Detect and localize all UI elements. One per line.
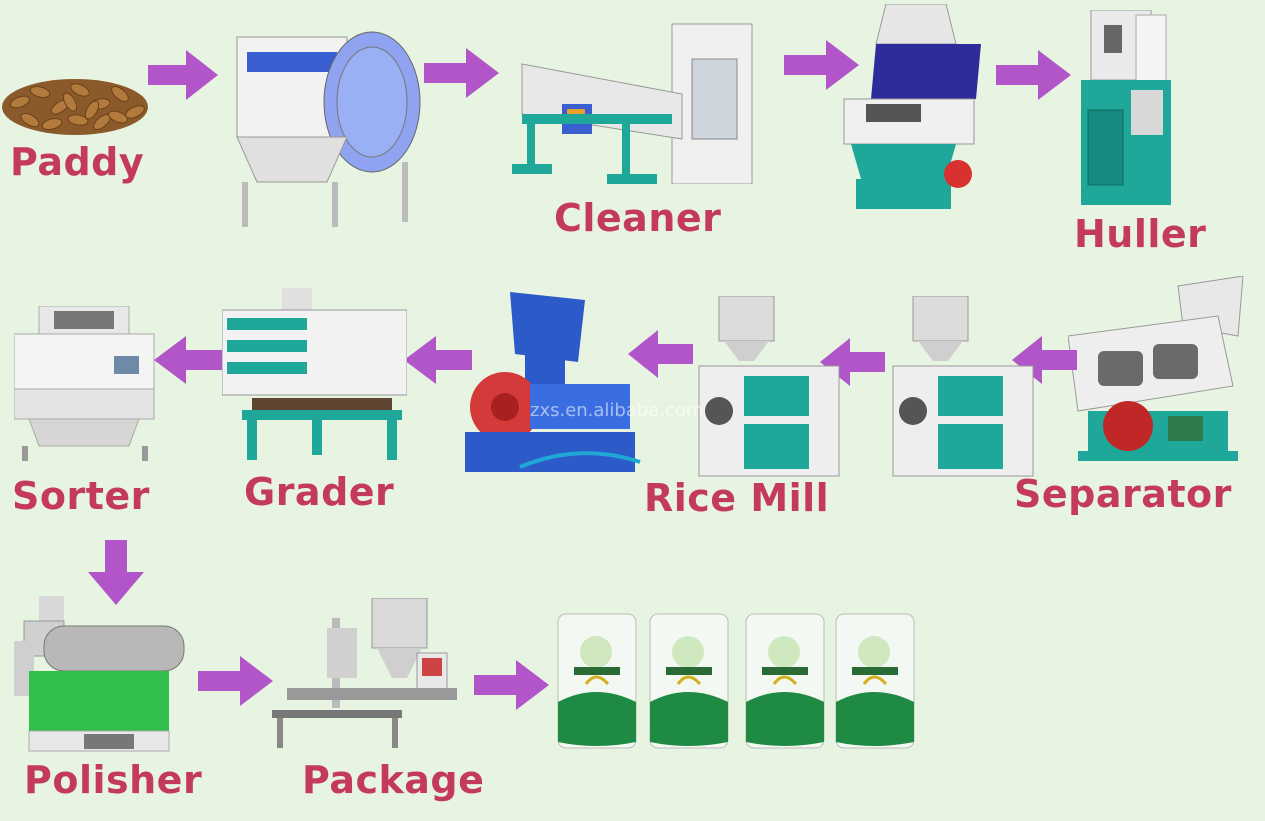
label-package: Package [302,758,485,802]
label-sorter: Sorter [12,474,150,518]
color-sorter-machine [14,306,159,461]
rice-grader-machine [222,288,407,463]
huller-machine [1076,10,1176,205]
drum-cleaner-machine [232,22,422,227]
arrow-left-icon [628,330,693,378]
arrow-left-icon [154,336,222,384]
rice-whitener-machine [694,296,844,481]
arrow-left-icon [404,336,472,384]
label-rice-mill: Rice Mill [644,476,830,520]
destoner-machine [836,4,986,214]
label-paddy: Paddy [10,140,145,184]
vibrating-cleaner-machine [512,14,762,184]
arrow-right-icon [784,40,859,90]
arrow-right-icon [148,50,218,100]
label-grader: Grader [244,470,395,514]
arrow-right-icon [198,656,273,706]
arrow-right-icon [996,50,1071,100]
arrow-right-icon [424,48,499,98]
paddy-grains-icon [0,62,150,137]
label-polisher: Polisher [24,758,203,802]
arrow-right-icon [474,660,549,710]
rice-bag-icon [556,612,638,750]
packaging-machine [272,598,457,748]
water-polisher-machine [14,596,189,756]
watermark: zxs.en.alibaba.com [530,400,704,421]
paddy-separator-machine [1068,276,1248,466]
label-separator: Separator [1014,472,1232,516]
rice-whitener-machine [888,296,1038,481]
rice-bag-icon [834,612,916,750]
label-huller: Huller [1074,212,1207,256]
rice-bag-icon [648,612,730,750]
emery-rice-mill-machine [460,292,650,482]
arrow-down-icon [88,540,144,605]
label-cleaner: Cleaner [554,196,722,240]
rice-bag-icon [744,612,826,750]
